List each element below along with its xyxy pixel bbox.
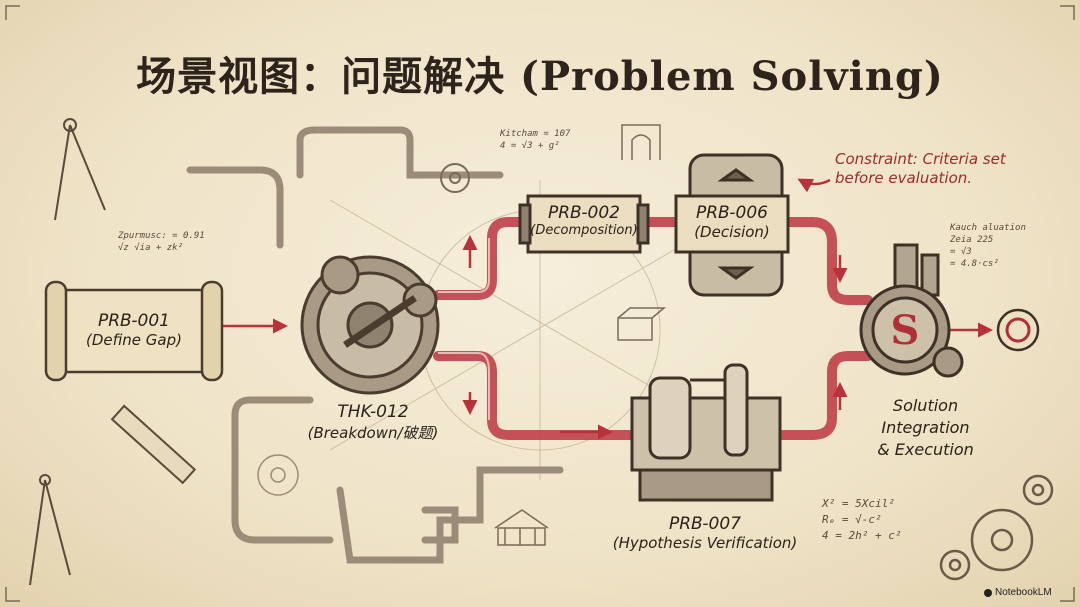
note-top-line2: 4 = √3 + g² <box>500 141 560 151</box>
node-decision-id: PRB-006 <box>695 203 768 223</box>
note-right: Kauch aluation Zeia 225 = √3 = 4.8·cs² <box>950 222 1026 270</box>
decomposition-box <box>518 194 650 254</box>
node-decision-label: (Decision) <box>694 223 770 241</box>
define-gap-scroll <box>44 280 224 382</box>
notebooklm-logo-icon <box>984 589 992 597</box>
constraint-line1: Constraint: Criteria set <box>835 150 1006 168</box>
note-right-line1: Kauch aluation <box>950 223 1026 233</box>
note-top-line1: Kitcham = 107 <box>500 129 571 139</box>
node-solution-line3: & Execution <box>877 440 974 459</box>
output-symbol-icon <box>996 308 1040 352</box>
page-title: 场景视图：问题解决 (Problem Solving) <box>136 53 944 100</box>
node-hypothesis: PRB-007 (Hypothesis Verification) <box>580 514 830 552</box>
red-pipes <box>433 217 873 440</box>
brand-watermark: NotebookLM <box>995 587 1052 598</box>
arch-sketch-icon <box>621 124 661 160</box>
note-right-line4: = 4.8·cs² <box>950 259 999 269</box>
node-breakdown-id: THK-012 <box>337 402 409 422</box>
note-bottom-line2: Rₑ = √-c² <box>822 513 882 526</box>
note-left-line2: √z √ia + zk² <box>118 243 184 253</box>
grey-pipes <box>186 126 564 564</box>
house-sketch-icon <box>617 307 667 341</box>
node-decomposition: PRB-002 (Decomposition) <box>528 203 640 238</box>
node-hypothesis-id: PRB-007 <box>668 514 741 534</box>
node-solution: Solution Integration & Execution <box>868 395 983 461</box>
red-pipe-highlights <box>438 238 490 420</box>
constraint-line2: before evaluation. <box>835 169 973 187</box>
node-decision: PRB-006 (Decision) <box>676 203 788 241</box>
note-bottom-line3: 4 = 2h² + c² <box>822 529 902 542</box>
node-define-gap-label: (Define Gap) <box>85 331 182 349</box>
hypothesis-apparatus <box>630 363 782 502</box>
gear-sketch-icon-left <box>257 454 299 496</box>
pillars-sketch-icon <box>494 509 549 546</box>
breakdown-gear-machine <box>300 255 440 395</box>
gear-sketch-icon-bottom-right <box>939 474 1054 581</box>
note-bottom: X² = 5Xcil² Rₑ = √-c² 4 = 2h² + c² <box>822 496 901 544</box>
gear-sketch-icon-top <box>440 163 470 193</box>
note-top: Kitcham = 107 4 = √3 + g² <box>500 128 570 152</box>
note-right-line3: = √3 <box>950 247 972 257</box>
node-define-gap-id: PRB-001 <box>97 311 170 331</box>
frame-corners <box>5 5 1075 602</box>
node-hypothesis-label: (Hypothesis Verification) <box>612 534 798 552</box>
constraint-note: Constraint: Criteria set before evaluati… <box>835 150 1035 188</box>
solution-s-icon: S <box>891 307 920 354</box>
decision-box <box>674 153 790 297</box>
node-breakdown-label: (Breakdown/破题) <box>307 424 439 442</box>
node-decomposition-label: (Decomposition) <box>530 223 638 238</box>
compass-icon-bottom-left <box>29 474 71 586</box>
node-define-gap: PRB-001 (Define Gap) <box>66 311 202 349</box>
solution-machine <box>859 243 964 378</box>
ruler-icon <box>110 404 197 485</box>
note-left-line1: Zpurmusc: = 0.91 <box>118 231 205 241</box>
note-right-line2: Zeia 225 <box>950 235 994 245</box>
compass-icon-top-left <box>54 118 106 221</box>
note-bottom-line1: X² = 5Xcil² <box>822 497 895 510</box>
node-breakdown: THK-012 (Breakdown/破题) <box>298 402 448 443</box>
node-solution-line1: Solution <box>892 396 959 415</box>
node-solution-line2: Integration <box>881 418 970 437</box>
node-decomposition-id: PRB-002 <box>547 203 620 223</box>
note-left: Zpurmusc: = 0.91 √z √ia + zk² <box>118 230 205 254</box>
